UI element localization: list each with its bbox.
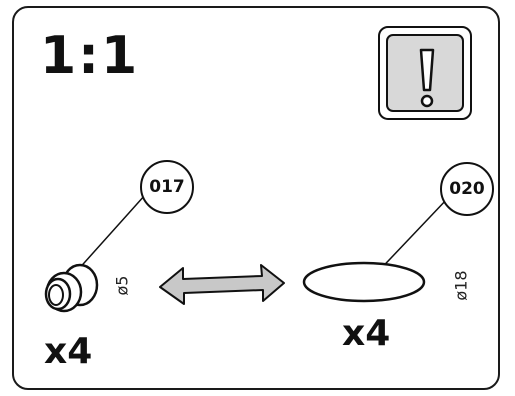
part-callout-020: 020 xyxy=(440,162,494,216)
step-frame xyxy=(12,6,500,390)
exclamation-icon xyxy=(419,48,435,108)
scale-label: 1:1 xyxy=(40,26,140,86)
part-callout-017: 017 xyxy=(140,160,194,214)
washer-icon xyxy=(302,261,426,303)
diameter-label-017: ø5 xyxy=(112,275,132,296)
leader-line-017 xyxy=(75,194,146,273)
warning-box xyxy=(378,26,472,120)
bushing-icon xyxy=(44,263,99,313)
quantity-label-017: x4 xyxy=(44,331,93,372)
quantity-label-020: x4 xyxy=(342,313,391,354)
double-arrow-icon xyxy=(159,264,285,305)
diameter-label-020: ø18 xyxy=(451,270,471,301)
